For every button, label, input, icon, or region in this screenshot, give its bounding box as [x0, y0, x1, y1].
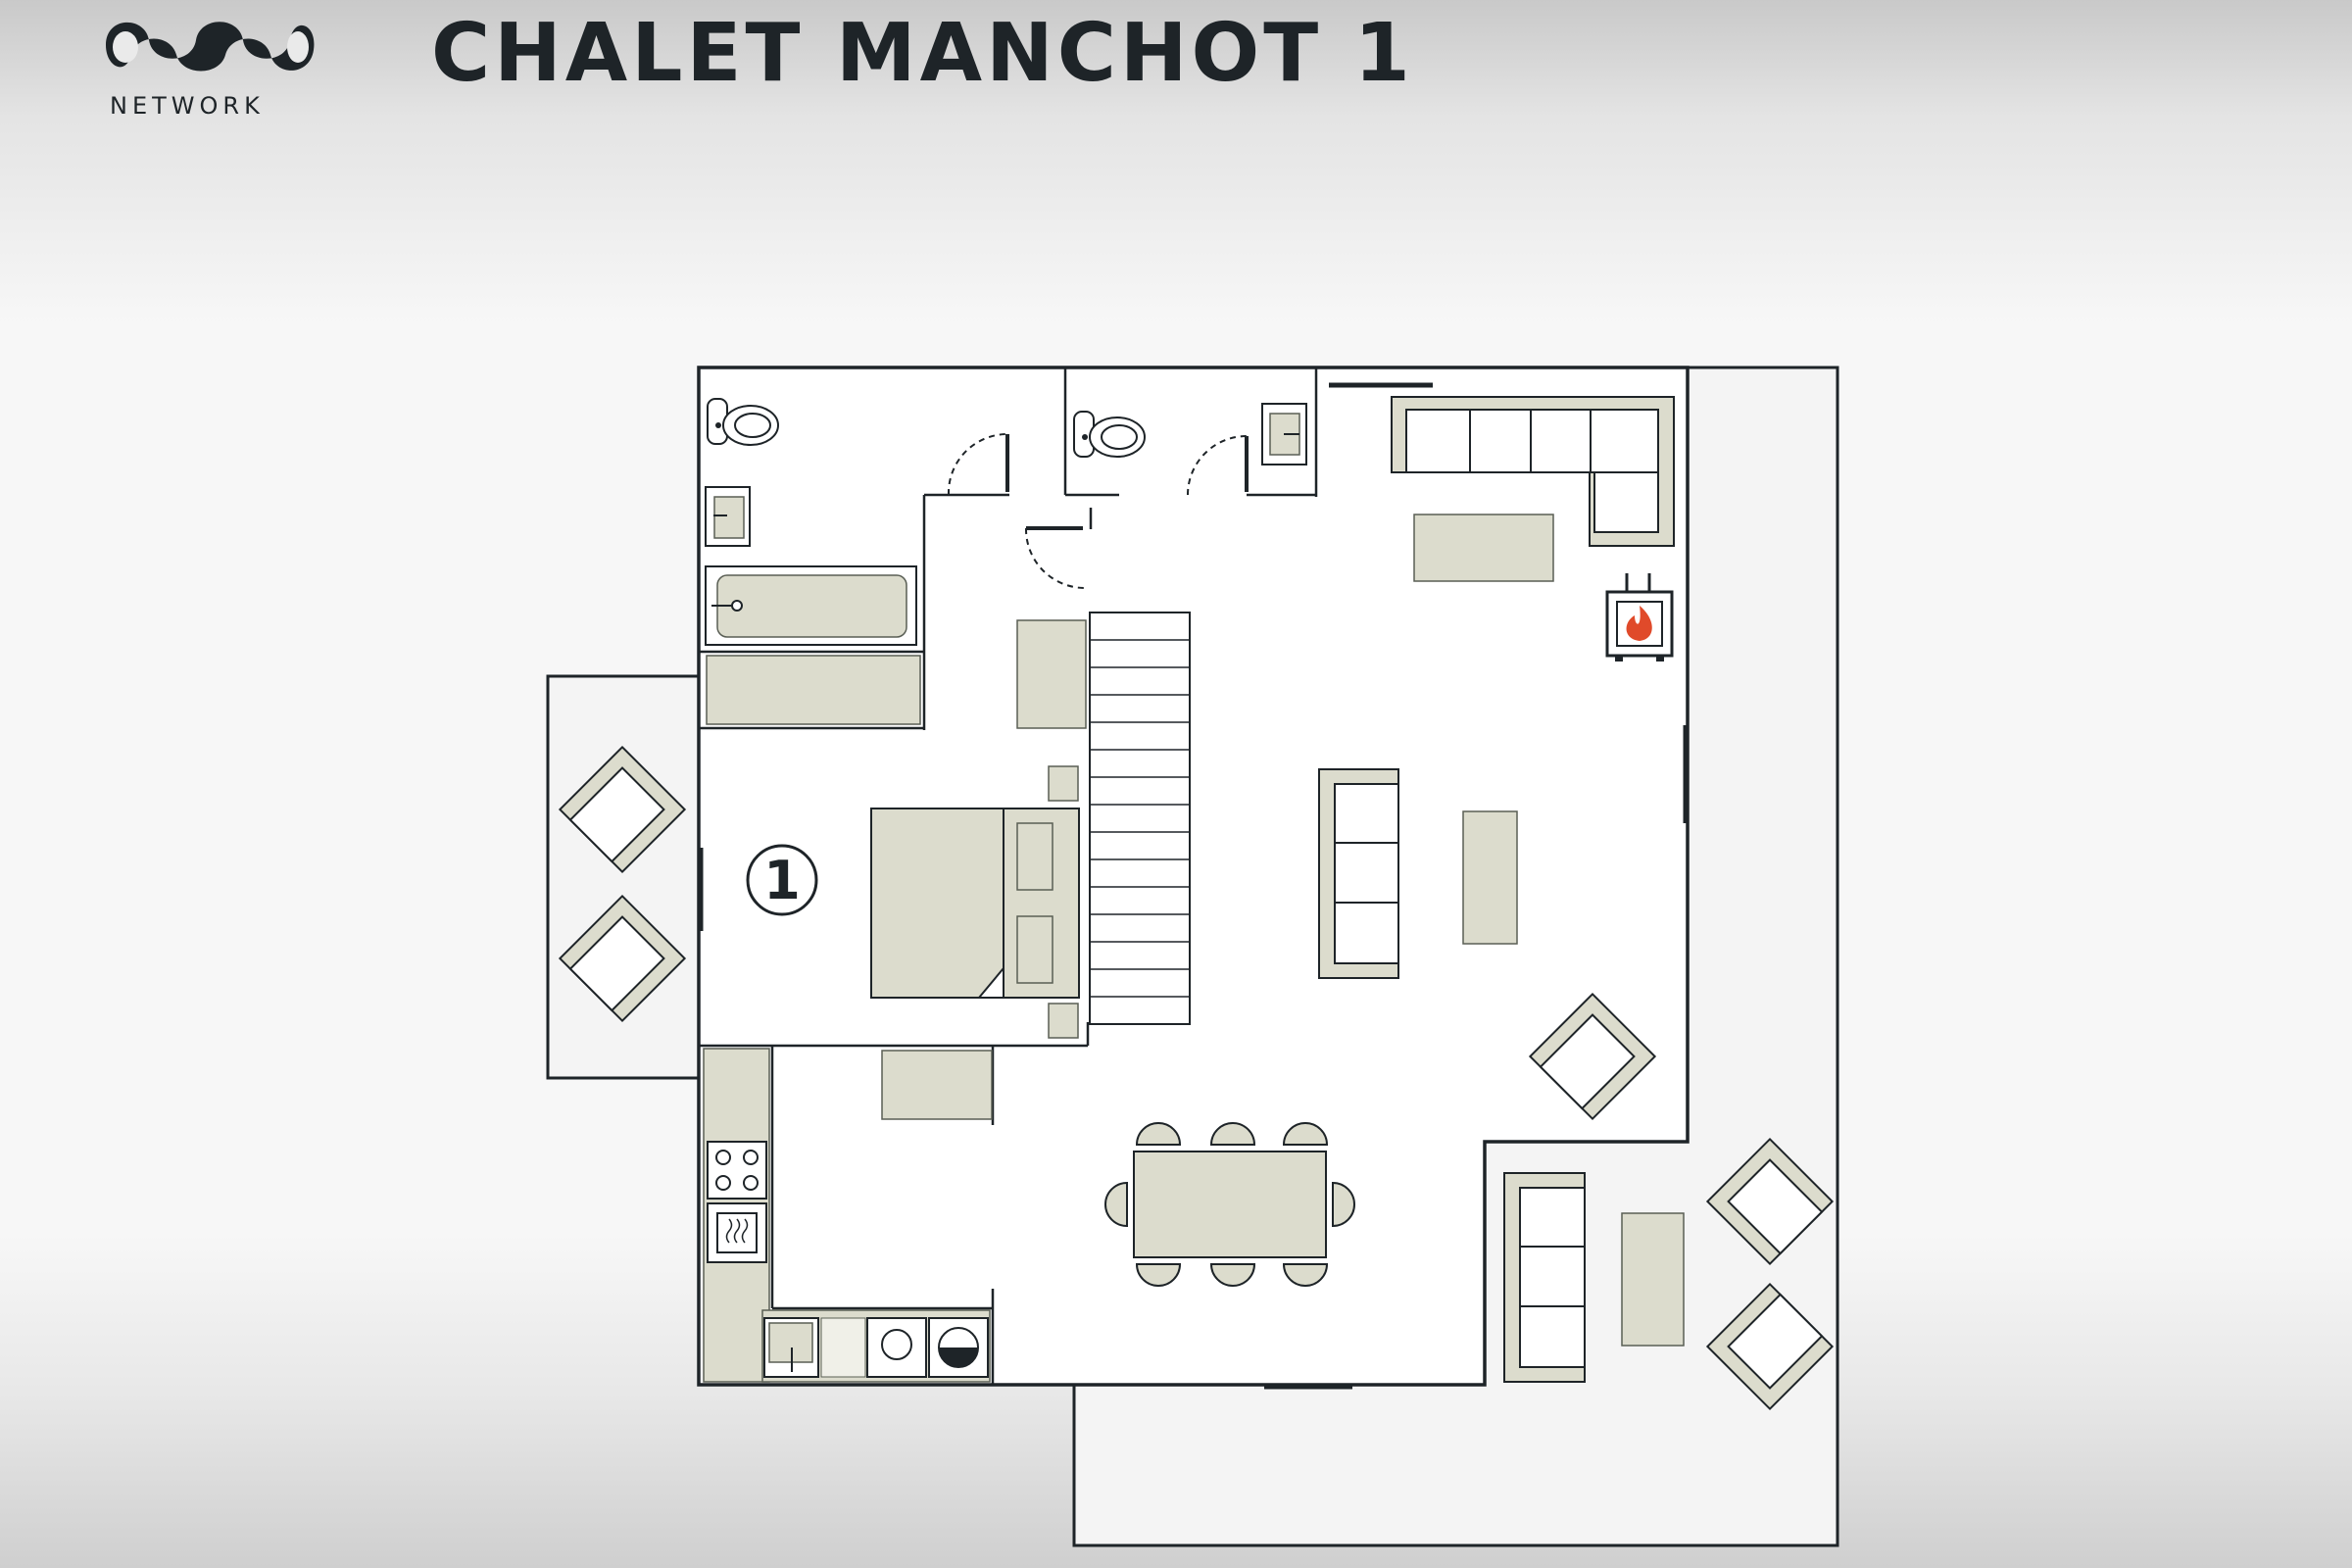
side-table [1462, 810, 1518, 945]
dining-chairs [1104, 1122, 1355, 1287]
armchair [558, 745, 687, 874]
fireplace-icon [1605, 573, 1674, 662]
toilet-icon [1073, 411, 1146, 458]
terrace-sofa [1503, 1172, 1586, 1383]
kitchen-sink-icon [763, 1317, 866, 1378]
logo-icon [106, 22, 315, 72]
armchair [1705, 1282, 1835, 1411]
interior-walls [699, 368, 1318, 1385]
coffee-table [1413, 514, 1554, 582]
kitchen-island [881, 1050, 993, 1120]
oven-icon [707, 1202, 767, 1263]
staircase-icon [1089, 612, 1191, 1025]
armchair [1528, 992, 1657, 1121]
brand-name: NETWORK [110, 92, 265, 120]
bedroom-number-label: 1 [763, 850, 801, 911]
hob-icon [866, 1317, 927, 1378]
dining-table [1133, 1151, 1327, 1258]
windows [698, 382, 1689, 1390]
bedroom-number: 1 [746, 844, 818, 916]
stove-icon [707, 1141, 767, 1200]
hall-wardrobe [1016, 619, 1087, 729]
bedroom-wardrobe [706, 655, 921, 725]
armchair [1705, 1137, 1835, 1266]
sofa [1318, 768, 1399, 979]
interior-floor [697, 366, 1690, 1387]
brand-logo: NETWORK [98, 6, 323, 123]
armchair [558, 894, 687, 1023]
bed [870, 765, 1080, 1039]
sink-icon [1261, 403, 1307, 466]
page-title: CHALET MANCHOT 1 [431, 7, 1414, 100]
toilet-icon [707, 398, 779, 446]
sink-icon [705, 486, 751, 547]
bathtub-icon [705, 565, 917, 646]
corner-sofa [1391, 396, 1675, 547]
doors [947, 433, 1249, 589]
washing-machine-icon [928, 1317, 989, 1378]
terrace-table [1621, 1212, 1685, 1347]
